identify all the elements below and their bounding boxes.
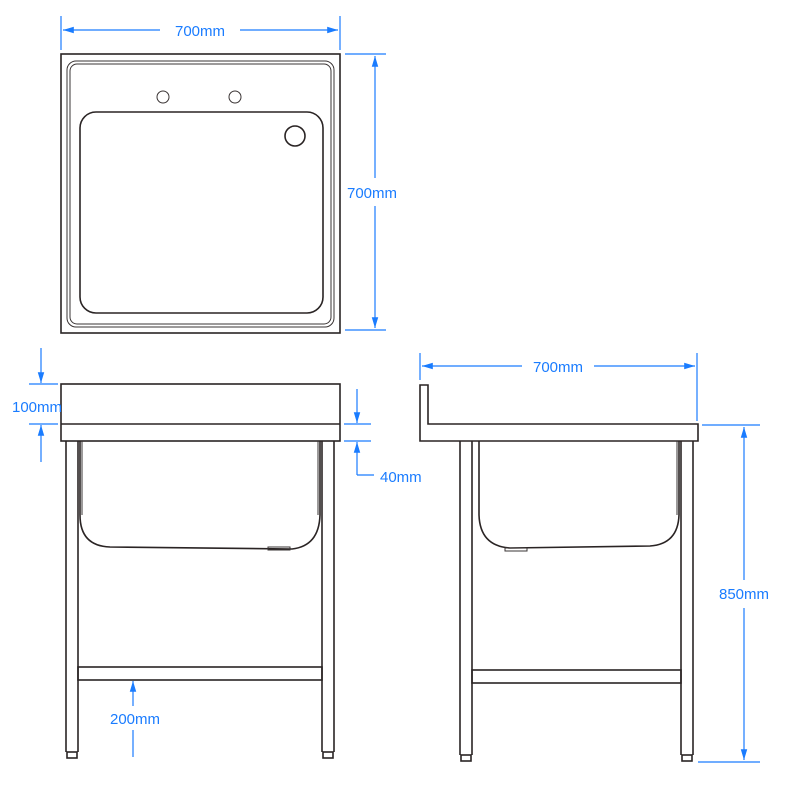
side-width-label: 700mm [533,359,583,376]
front-view: 100mm 40mm 200mm [12,348,422,759]
undershelf-rail [77,666,323,681]
splashback-dimension: 100mm [12,348,62,462]
left-leg [65,441,79,759]
tap-hole-left [156,90,170,104]
undershelf-height-dimension: 200mm [110,681,160,757]
height-label: 850mm [719,586,769,603]
benchtop-thickness-label: 40mm [380,469,422,486]
side-width-dimension: 700mm [419,353,698,421]
benchtop-thickness-dimension: 40mm [344,389,422,486]
top-width-label: 700mm [175,23,225,40]
undershelf-height-label: 200mm [110,711,160,728]
splashback-label: 100mm [12,399,62,416]
right-leg-side [680,441,694,762]
bowl-outline [79,111,324,314]
side-view: 700mm 850mm [419,353,769,763]
bowl-profile-side [478,441,680,549]
drain-hole [284,125,306,147]
top-depth-dimension: 700mm [345,53,397,331]
tap-hole-right [228,90,242,104]
height-dimension: 850mm [698,424,769,763]
left-leg-side [459,441,473,762]
benchtop-outline [60,53,341,334]
top-width-dimension: 700mm [60,16,341,50]
rim-outline [66,60,335,328]
bowl-profile [79,441,321,550]
right-leg [321,441,335,759]
top-depth-label: 700mm [347,185,397,202]
undershelf-rail-side [471,669,682,684]
rim-inner-outline [69,63,332,325]
top-view: 700mm 700mm [60,16,397,334]
splashback-and-benchtop [60,383,341,442]
splashback-and-benchtop-side [419,384,699,442]
